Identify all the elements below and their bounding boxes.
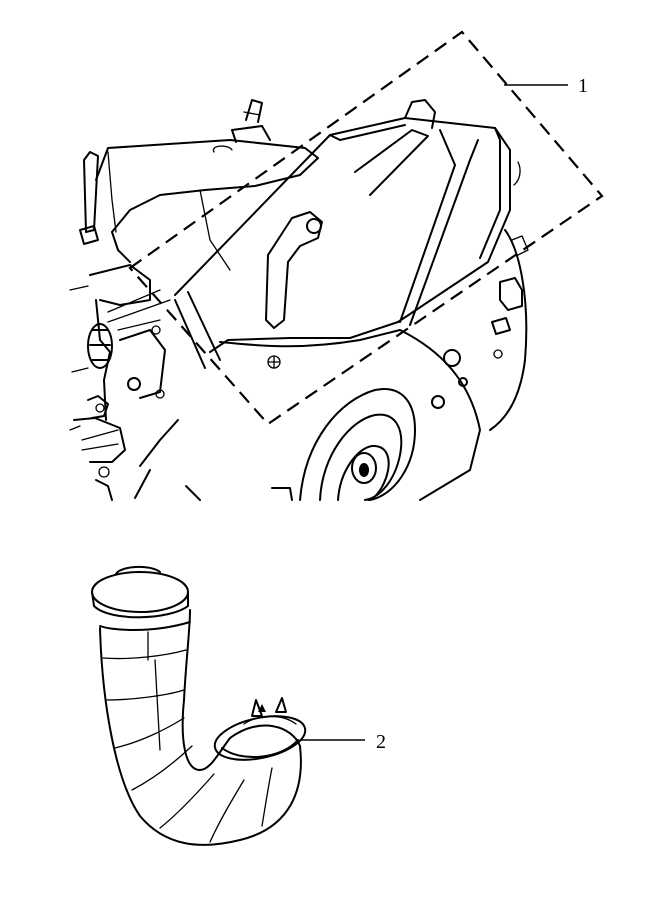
callout-1: 1: [504, 75, 588, 97]
callout-label-2: 2: [376, 731, 386, 753]
crankshaft-pulley: [299, 388, 416, 501]
assembly-outline: [128, 30, 604, 426]
callout-2: 2: [300, 731, 386, 753]
timing-belt-cover: [174, 99, 511, 369]
callout-label-1: 1: [578, 75, 588, 97]
engine-assembly: [69, 99, 529, 501]
intake-elbow-hose: [91, 566, 307, 846]
